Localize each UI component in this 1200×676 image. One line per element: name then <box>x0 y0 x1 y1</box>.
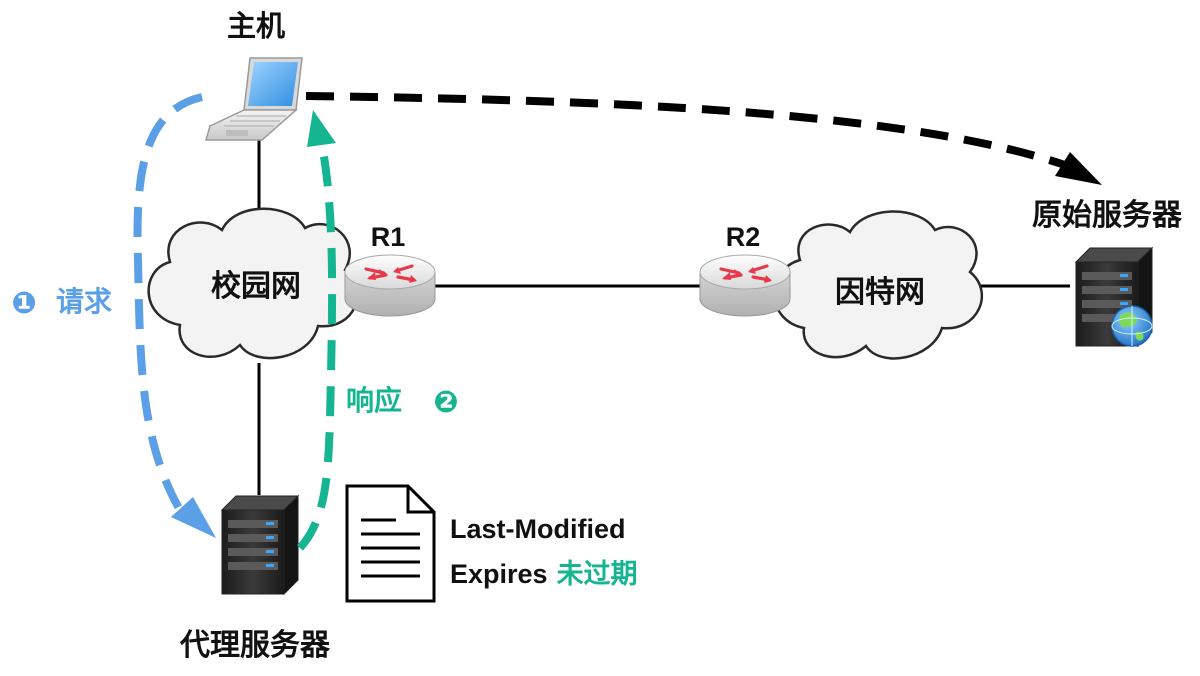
host-label: 主机 <box>227 9 285 43</box>
campus-net-label: 校园网 <box>211 269 301 304</box>
response-arrowhead <box>307 110 336 147</box>
r1-label: R1 <box>371 222 406 252</box>
document-icon <box>345 484 436 603</box>
router-icon <box>698 253 792 318</box>
doc-expires-status: 未过期 <box>557 559 638 590</box>
doc-expires-line: Expires 未过期 <box>450 559 638 590</box>
doc-last-modified: Last-Modified <box>450 514 626 544</box>
proxy-server-label: 代理服务器 <box>179 628 331 663</box>
laptop-icon <box>205 57 303 141</box>
request-label: 请求 <box>56 285 112 318</box>
r2-label: R2 <box>726 222 761 252</box>
request-step-badge: ❶ <box>11 286 36 321</box>
origin-server-label: 原始服务器 <box>1032 198 1183 233</box>
doc-expires: Expires <box>450 559 548 589</box>
cloud-icon <box>773 210 983 360</box>
arrowhead-to-origin <box>1055 152 1102 185</box>
internet-label: 因特网 <box>835 275 925 310</box>
request-dashed-arrow <box>133 93 203 512</box>
router-icon <box>343 253 437 318</box>
request-arrowhead <box>171 497 216 538</box>
dashed-path-to-origin <box>305 92 1067 169</box>
response-step-badge: ❷ <box>433 385 458 420</box>
globe-icon <box>1111 305 1153 347</box>
internet-cloud <box>773 210 983 360</box>
response-label: 响应 <box>346 384 402 417</box>
server-icon <box>221 495 299 595</box>
response-dashed-arrow <box>296 144 337 551</box>
